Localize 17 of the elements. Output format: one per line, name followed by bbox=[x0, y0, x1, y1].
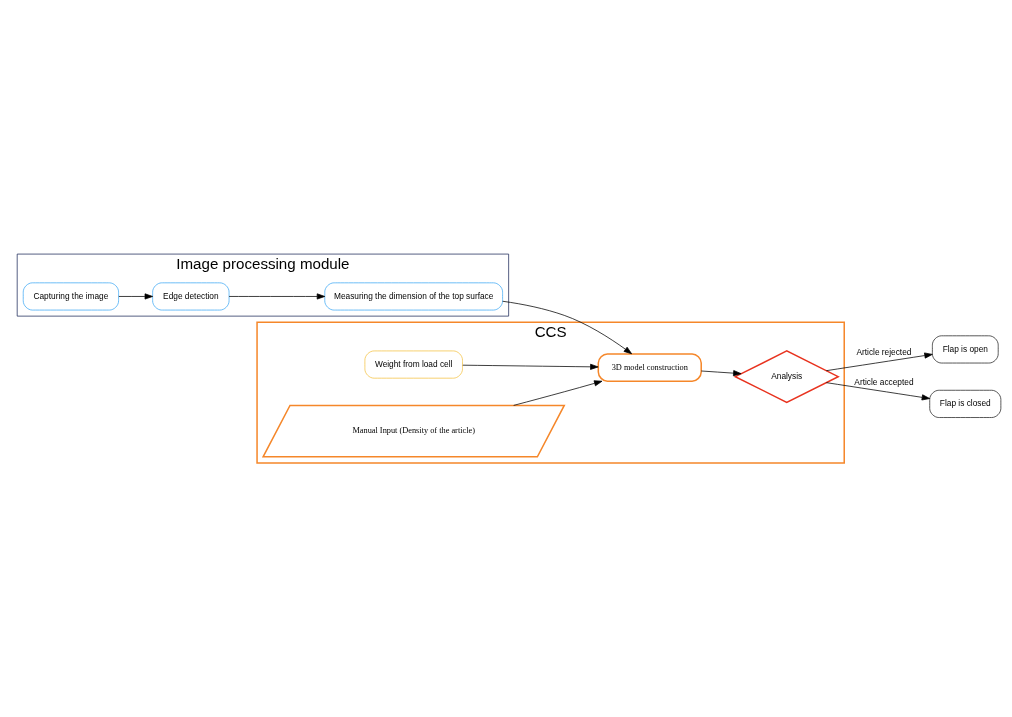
node-box: Weight from load cell bbox=[364, 350, 463, 379]
arrow bbox=[502, 300, 632, 355]
edge-label: Article rejected bbox=[856, 347, 912, 358]
node-box: Measuring the dimension of the top surface bbox=[324, 282, 503, 311]
arrow bbox=[462, 363, 599, 370]
edge-label: Article accepted bbox=[854, 376, 914, 387]
node-box: Edge detection bbox=[152, 282, 230, 311]
node-box: Flap is open bbox=[932, 335, 999, 364]
node-box: Capturing the image bbox=[22, 282, 119, 311]
arrow bbox=[228, 293, 326, 300]
arrow bbox=[825, 352, 933, 372]
node-box: Flap is closed bbox=[929, 389, 1002, 418]
arrow bbox=[700, 370, 742, 377]
arrow bbox=[825, 382, 931, 401]
arrow bbox=[118, 293, 153, 300]
arrow bbox=[513, 380, 603, 406]
node-box: 3D model construction bbox=[597, 353, 702, 382]
